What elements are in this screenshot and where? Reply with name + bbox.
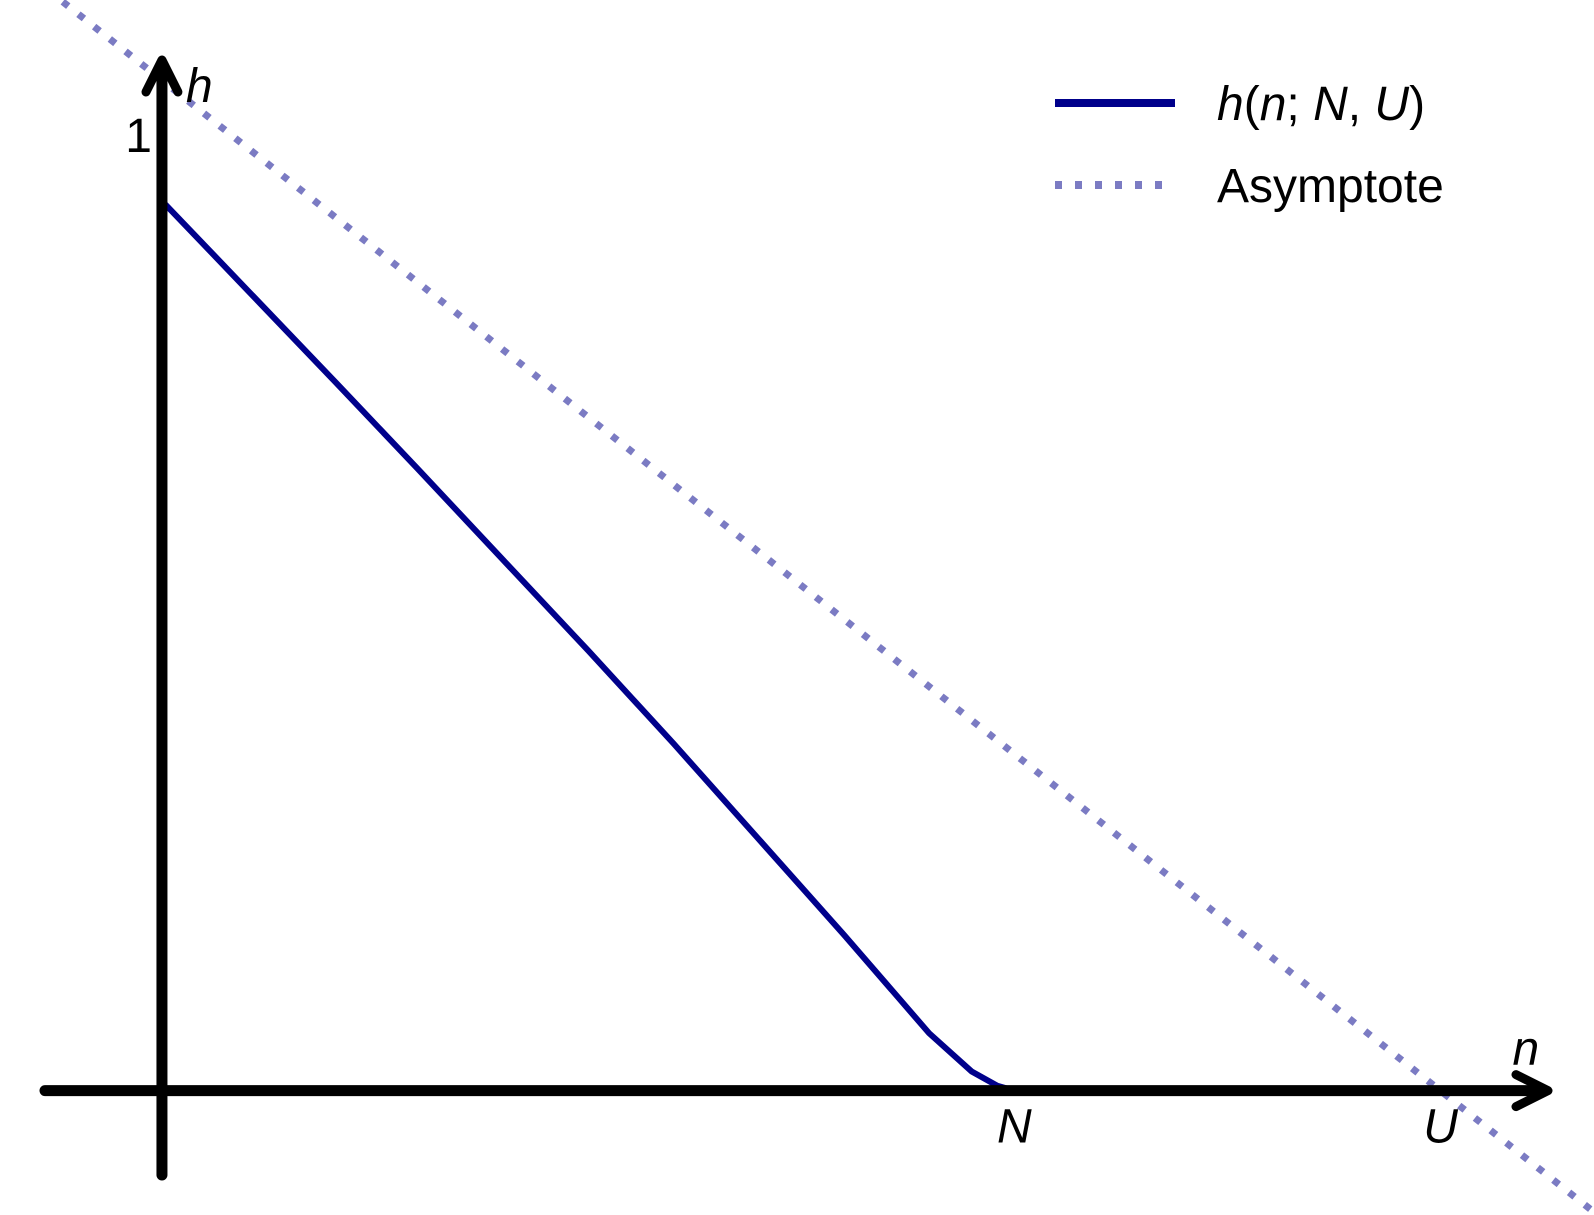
axes-layer bbox=[39, 55, 1553, 1181]
legend-label-part: , bbox=[1348, 78, 1375, 131]
labels-layer: n h N U 1 bbox=[125, 60, 1539, 1154]
legend-entry-curve: h(n; N, U) bbox=[1055, 78, 1425, 131]
legend-label-part: ) bbox=[1409, 78, 1425, 131]
x-tick-label-n: N bbox=[997, 1101, 1032, 1154]
x-axis-label: n bbox=[1512, 1023, 1539, 1076]
y-tick-label-1: 1 bbox=[125, 110, 152, 163]
legend-entry-asymptote: Asymptote bbox=[1055, 160, 1444, 213]
legend-label-part: U bbox=[1374, 78, 1409, 131]
legend-label-part: ( bbox=[1244, 78, 1260, 131]
curve-line bbox=[159, 197, 1018, 1094]
y-axis-arrowhead bbox=[141, 55, 183, 97]
y-axis-label: h bbox=[186, 60, 213, 113]
legend-label-part: n bbox=[1260, 78, 1287, 131]
legend: h(n; N, U) Asymptote bbox=[1055, 78, 1444, 213]
legend-label-curve: h(n; N, U) bbox=[1217, 78, 1425, 131]
legend-label-part: ; bbox=[1286, 78, 1313, 131]
legend-label-asymptote: Asymptote bbox=[1217, 160, 1444, 213]
x-axis-arrowhead bbox=[1511, 1070, 1553, 1112]
legend-label-part: N bbox=[1313, 78, 1348, 131]
x-tick-label-u: U bbox=[1423, 1101, 1458, 1154]
legend-label-part: h bbox=[1217, 78, 1244, 131]
